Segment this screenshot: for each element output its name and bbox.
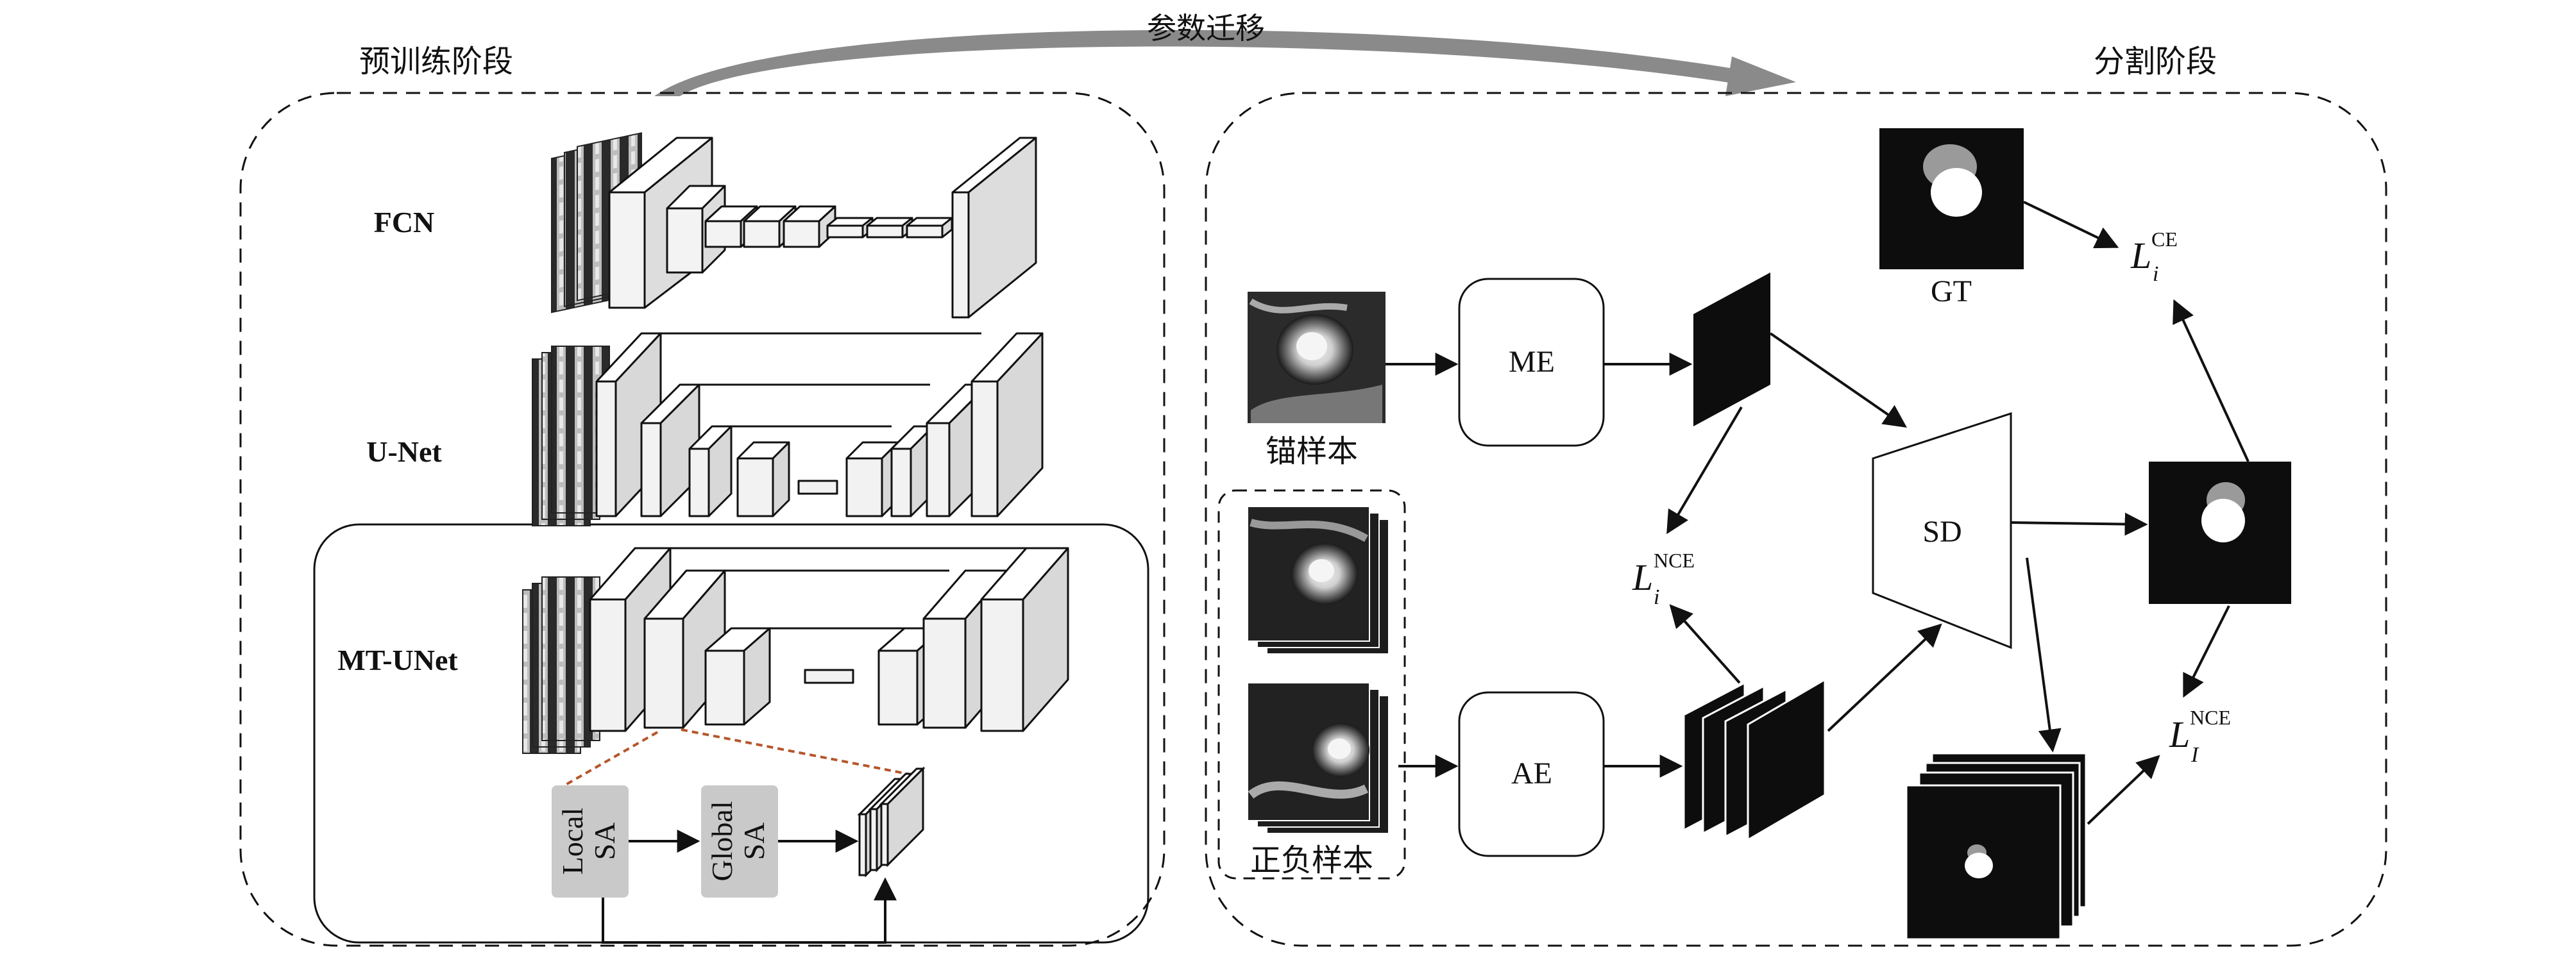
zoom-lines (564, 728, 911, 787)
anchor-label: 锚样本 (1266, 433, 1358, 469)
transfer-arrow (654, 29, 1796, 96)
pretrain-stage-label: 预训练阶段 (359, 44, 513, 80)
gt-label: GT (1931, 274, 1972, 308)
sd-label: SD (1922, 515, 1962, 549)
sd-block (1872, 412, 2012, 649)
loss-nceI-main: L (2169, 714, 2190, 755)
output-stack (1905, 752, 2087, 941)
pos-sample-stack (1247, 506, 1389, 655)
transfer-label: 参数迁移 (1147, 11, 1265, 46)
prediction-image (2149, 462, 2291, 604)
attention-output-stack (857, 766, 926, 878)
global-sa-box: Global SA (701, 785, 778, 898)
ae-feature-maps (1682, 678, 1826, 842)
fcn-blocks (608, 137, 1037, 319)
loss-nce-i: L i NCE (1632, 549, 1695, 609)
loss-ce: L i CE (2130, 228, 2178, 286)
loss-nce-I: L I NCE (2169, 706, 2231, 767)
me-label: ME (1509, 345, 1555, 379)
mtunet-input-images (522, 576, 600, 754)
segment-stage-label: 分割阶段 (2094, 44, 2217, 80)
pos-neg-label: 正负样本 (1250, 842, 1373, 878)
gt-image (1879, 128, 2024, 269)
loss-nceI-sup: NCE (2190, 706, 2231, 729)
pretrain-panel (239, 92, 1165, 947)
global-sa-line2: SA (738, 823, 770, 860)
loss-ce-sup: CE (2151, 228, 2178, 251)
segment-panel (1205, 92, 2387, 947)
attention-arrows (602, 830, 897, 944)
loss-nce-sub: i (1654, 585, 1659, 609)
pos-neg-panel (1217, 489, 1406, 880)
me-feature-map (1693, 272, 1770, 426)
global-sa-line1: Global (706, 801, 738, 881)
loss-ce-sub: i (2153, 262, 2158, 286)
mtunet-label: MT-UNet (337, 644, 458, 676)
fcn-label: FCN (374, 206, 435, 238)
neg-sample-stack (1247, 682, 1389, 834)
ae-label: AE (1511, 757, 1552, 791)
loss-ce-main: L (2130, 235, 2151, 276)
anchor-image (1248, 292, 1385, 423)
me-box (1458, 278, 1605, 447)
segment-arrows (1385, 201, 2250, 825)
ae-box (1458, 691, 1605, 857)
loss-nceI-sub: I (2190, 743, 2199, 767)
unet-label: U-Net (366, 435, 442, 468)
unet-blocks (595, 332, 1044, 517)
mtunet-blocks (589, 547, 1069, 732)
local-sa-line2: SA (588, 823, 621, 860)
local-sa-box: Local SA (552, 785, 629, 898)
loss-nce-main: L (1632, 556, 1653, 598)
local-sa-line1: Local (556, 808, 589, 875)
loss-nce-sup: NCE (1654, 549, 1695, 572)
